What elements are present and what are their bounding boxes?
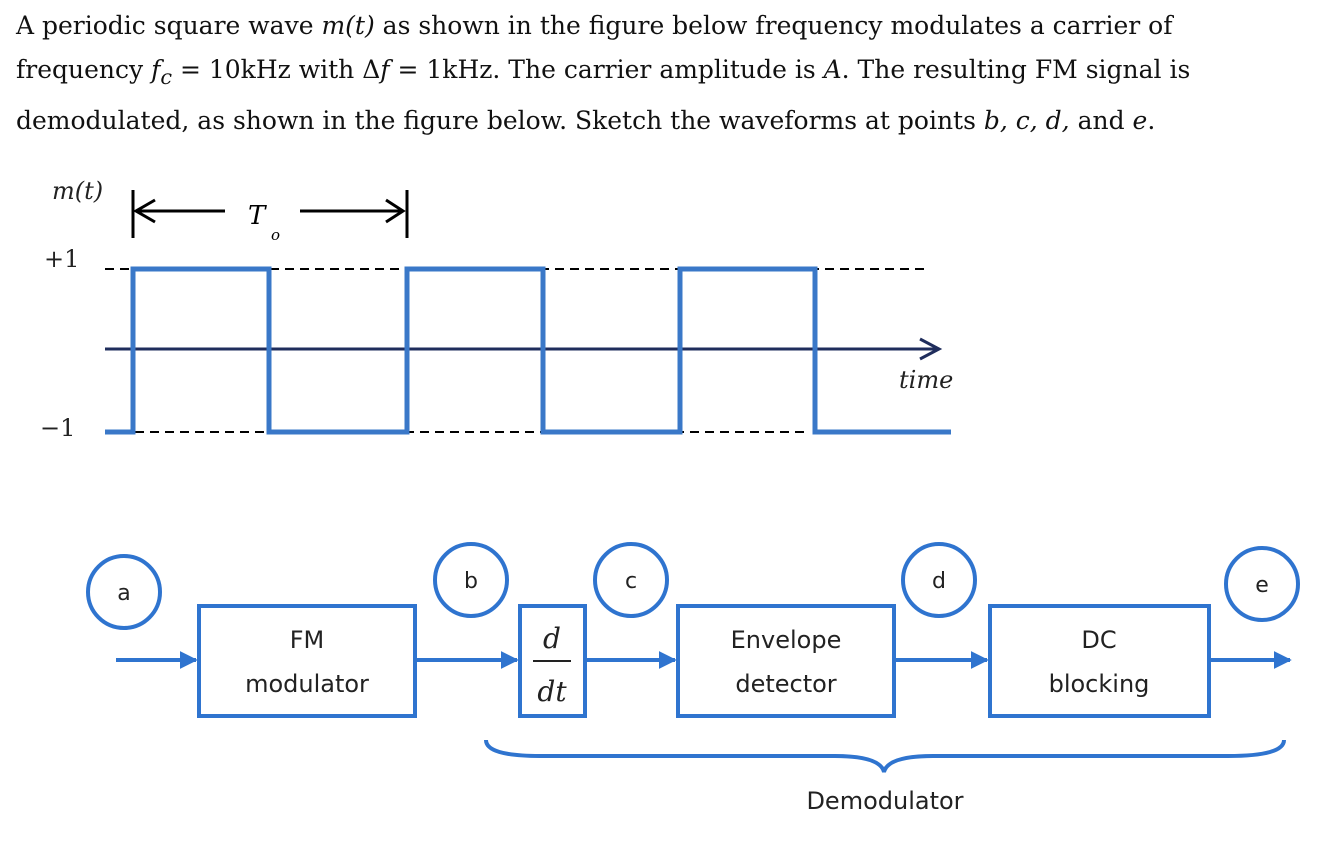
time-axis-label: time xyxy=(899,366,953,394)
dc-blocking-label-line1: DC xyxy=(1081,626,1116,654)
envelope-detector-block: Envelope detector xyxy=(676,604,896,718)
y-low-label: −1 xyxy=(40,414,75,442)
time-axis-arrowhead xyxy=(919,337,943,361)
period-marker xyxy=(131,190,409,238)
dc-blocking-label-line2: blocking xyxy=(1049,670,1150,698)
point-b-label: b xyxy=(464,569,478,594)
period-subscript: o xyxy=(271,226,280,244)
point-c: c xyxy=(593,542,669,618)
point-a: a xyxy=(86,554,162,630)
differentiator-block: d dt xyxy=(518,604,587,718)
point-a-label: a xyxy=(117,581,130,606)
point-c-label: c xyxy=(625,569,637,594)
fm-modulator-label-line1: FM xyxy=(290,626,325,654)
envelope-detector-label-line1: Envelope xyxy=(731,626,842,654)
problem-line-3: demodulated, as shown in the figure belo… xyxy=(16,106,1156,135)
differentiator-numerator: d xyxy=(543,622,561,655)
point-d-label: d xyxy=(932,569,946,594)
point-e-label: e xyxy=(1255,573,1269,598)
demodulator-brace xyxy=(484,739,1286,773)
point-b: b xyxy=(433,542,509,618)
point-e: e xyxy=(1224,546,1300,622)
problem-line-2: frequency fc = 10kHz with Δf = 1kHz. The… xyxy=(16,55,1191,89)
dc-blocking-block: DC blocking xyxy=(988,604,1211,718)
envelope-detector-label-line2: detector xyxy=(735,670,836,698)
block-diagram: a b c d e FM modulator d dt xyxy=(86,542,1300,815)
signal-label: m(t) xyxy=(52,177,103,205)
y-high-label: +1 xyxy=(44,245,79,273)
problem-statement: A periodic square wave m(t) as shown in … xyxy=(16,4,1316,143)
fm-modulator-block: FM modulator xyxy=(197,604,417,718)
demodulator-label: Demodulator xyxy=(806,787,963,815)
square-wave-plot: m(t) +1 −1 T o time xyxy=(40,177,953,442)
square-wave xyxy=(105,266,951,435)
point-d: d xyxy=(901,542,977,618)
fm-modulator-label-line2: modulator xyxy=(245,670,369,698)
problem-line-1: A periodic square wave m(t) as shown in … xyxy=(16,11,1173,40)
period-label: T xyxy=(248,201,267,231)
differentiator-denominator: dt xyxy=(537,675,567,708)
